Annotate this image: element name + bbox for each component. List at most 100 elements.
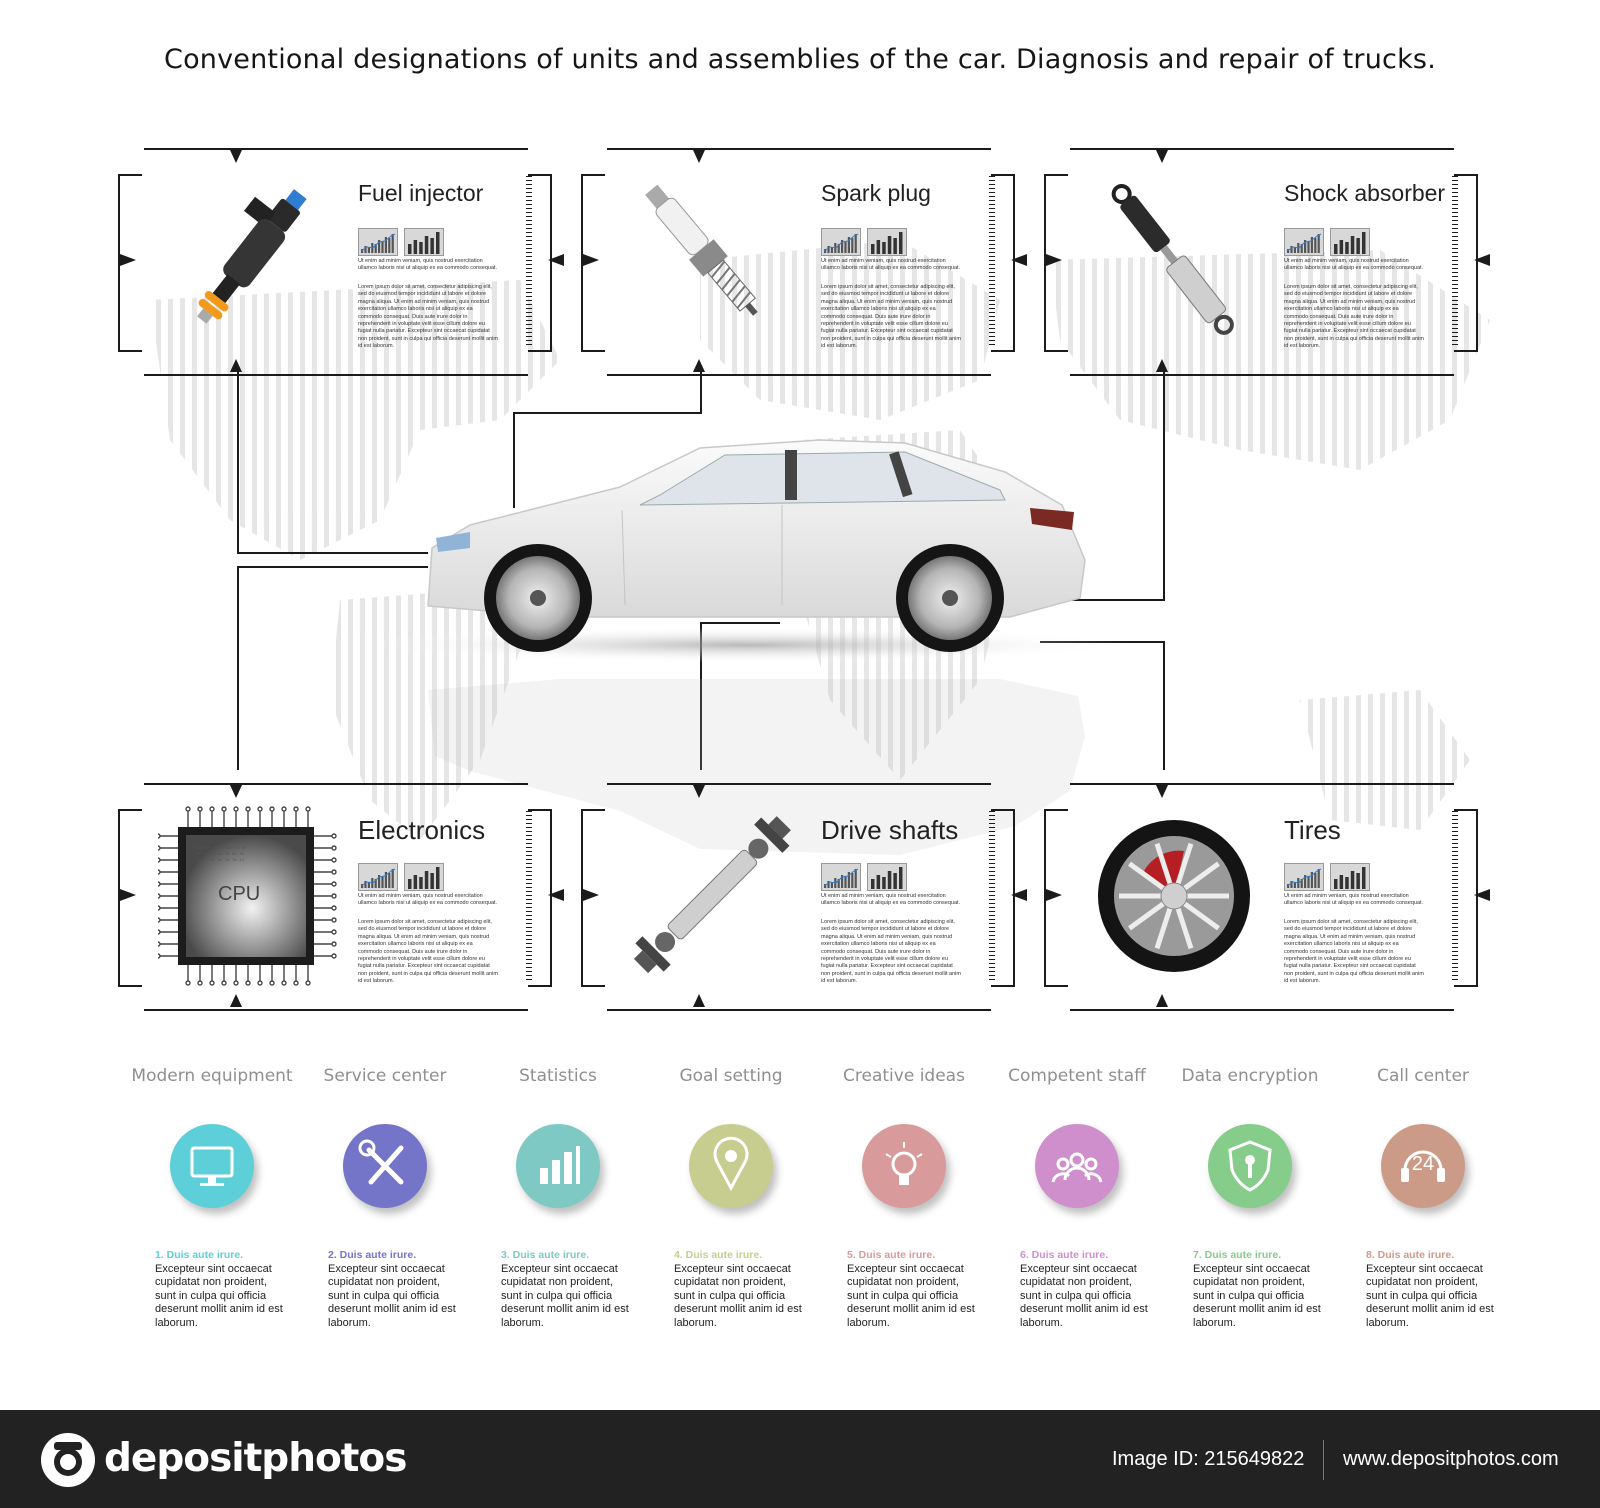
panel-short-text: Ut enim ad minim veniam, quis nostrud ex… xyxy=(358,258,498,272)
panel-short-text: Ut enim ad minim veniam, quis nostrud ex… xyxy=(1284,893,1424,907)
panel-long-text: Lorem ipsum dolor sit amet, consectetur … xyxy=(821,284,961,350)
panel-long-text: Lorem ipsum dolor sit amet, consectetur … xyxy=(358,284,498,350)
arrow-up-icon xyxy=(693,994,705,1007)
panel-frame xyxy=(607,783,991,1011)
car-illustration xyxy=(355,439,1135,855)
panel-short-text: Ut enim ad minim veniam, quis nostrud ex… xyxy=(821,893,961,907)
feature-text: Excepteur sint occaecat cupidatat non pr… xyxy=(328,1262,456,1329)
arrow-down-icon xyxy=(230,150,242,163)
spark-plug-icon xyxy=(621,166,801,356)
feature-label: Creative ideas xyxy=(843,1066,965,1086)
tire-wheel-icon xyxy=(1084,801,1264,991)
headset-24-icon[interactable] xyxy=(1381,1124,1465,1208)
feature-label: Service center xyxy=(323,1066,447,1086)
car-rear-wheel xyxy=(896,544,1004,652)
wrench-screwdriver-icon[interactable] xyxy=(343,1124,427,1208)
panel-bracket-left xyxy=(1044,809,1068,987)
fuel-injector-icon xyxy=(158,166,338,356)
monitor-icon[interactable] xyxy=(170,1124,254,1208)
arrow-left-icon xyxy=(1011,889,1027,901)
panel-ruler xyxy=(526,811,532,981)
panel-title: Tires xyxy=(1284,815,1341,845)
map-pin-icon[interactable] xyxy=(689,1124,773,1208)
info-panel-spark-plug: Spark plug Ut enim ad minim veniam, quis… xyxy=(581,148,1031,376)
panel-ruler xyxy=(526,176,532,346)
panel-short-text: Ut enim ad minim veniam, quis nostrud ex… xyxy=(821,258,961,272)
feature-heading: 8. Duis aute irure. xyxy=(1366,1249,1455,1261)
panel-long-text: Lorem ipsum dolor sit amet, consectetur … xyxy=(1284,284,1424,350)
mini-chart-icon xyxy=(358,863,398,891)
light-bulb-icon[interactable] xyxy=(862,1124,946,1208)
arrow-up-icon xyxy=(693,359,705,372)
panel-bracket-left xyxy=(581,809,605,987)
feature-description: 5. Duis aute irure. Excepteur sint occae… xyxy=(847,1249,977,1331)
mini-bar-chart-icon xyxy=(1330,863,1370,891)
panel-bracket-left xyxy=(1044,174,1068,352)
feature-description: 7. Duis aute irure. Excepteur sint occae… xyxy=(1193,1249,1323,1331)
footer-bar: depositphotos Image ID: 215649822 www.de… xyxy=(0,1410,1600,1508)
arrow-right-icon xyxy=(120,889,136,901)
panel-bracket-left xyxy=(581,174,605,352)
feature-heading: 2. Duis aute irure. xyxy=(328,1249,417,1261)
shield-key-icon[interactable] xyxy=(1208,1124,1292,1208)
feature-heading: 3. Duis aute irure. xyxy=(501,1249,590,1261)
feature-data-encryption: Data encryption xyxy=(1165,1066,1335,1208)
panel-bracket-left xyxy=(118,809,142,987)
panel-ruler xyxy=(1452,811,1458,981)
feature-description: 2. Duis aute irure. Excepteur sint occae… xyxy=(328,1249,458,1331)
panel-title: Electronics xyxy=(358,815,486,845)
arrow-left-icon xyxy=(1011,254,1027,266)
mini-chart-icon xyxy=(1284,228,1324,256)
panel-ruler xyxy=(989,811,995,981)
info-panel-drive-shafts: Drive shafts Ut enim ad minim veniam, qu… xyxy=(581,783,1031,1011)
panel-frame xyxy=(1070,783,1454,1011)
feature-heading: 1. Duis aute irure. xyxy=(155,1249,244,1261)
panel-frame xyxy=(144,148,528,376)
svg-text:c7 1e 90 aa 30 5d 48: c7 1e 90 aa 30 5d 48 xyxy=(196,852,245,857)
arrow-down-icon xyxy=(1156,785,1168,798)
svg-text:0x7a25 f0 44 9b c1 20: 0x7a25 f0 44 9b c1 20 xyxy=(196,846,247,851)
cpu-label: CPU xyxy=(218,883,261,905)
arrow-left-icon xyxy=(1474,254,1490,266)
feature-modern-equipment: Modern equipment xyxy=(127,1066,297,1208)
feature-label: Modern equipment xyxy=(131,1066,293,1086)
arrow-down-icon xyxy=(1156,150,1168,163)
mini-chart-icon xyxy=(1284,863,1324,891)
mini-bar-chart-icon xyxy=(867,228,907,256)
arrow-right-icon xyxy=(1046,889,1062,901)
feature-description: 1. Duis aute irure. Excepteur sint occae… xyxy=(155,1249,285,1331)
car-windows xyxy=(639,451,1006,506)
feature-label: Data encryption xyxy=(1181,1066,1319,1086)
arrow-right-icon xyxy=(120,254,136,266)
arrow-right-icon xyxy=(1046,254,1062,266)
team-icon[interactable] xyxy=(1035,1124,1119,1208)
panel-frame xyxy=(144,783,528,1011)
feature-description: 8. Duis aute irure. Excepteur sint occae… xyxy=(1366,1249,1496,1331)
bar-chart-icon[interactable] xyxy=(516,1124,600,1208)
feature-label: Competent staff xyxy=(1008,1066,1146,1086)
panel-ruler xyxy=(1452,176,1458,346)
arrow-right-icon xyxy=(583,254,599,266)
panel-title: Fuel injector xyxy=(358,180,484,206)
camera-logo-icon xyxy=(41,1433,95,1487)
site-url[interactable]: www.depositphotos.com xyxy=(1343,1448,1559,1470)
mini-chart-icon xyxy=(821,863,861,891)
info-panel-shock-absorber: Shock absorber Ut enim ad minim veniam, … xyxy=(1044,148,1494,376)
mini-bar-chart-icon xyxy=(404,228,444,256)
car-front-wheel xyxy=(484,544,592,652)
feature-text: Excepteur sint occaecat cupidatat non pr… xyxy=(674,1262,802,1329)
info-panel-fuel-injector: Fuel injector Ut enim ad minim veniam, q… xyxy=(118,148,568,376)
feature-label: Goal setting xyxy=(679,1066,783,1086)
feature-description: 4. Duis aute irure. Excepteur sint occae… xyxy=(674,1249,804,1331)
mini-bar-chart-icon xyxy=(867,863,907,891)
feature-label: Statistics xyxy=(519,1066,597,1086)
panel-title: Spark plug xyxy=(821,180,931,206)
arrow-up-icon xyxy=(230,994,242,1007)
feature-text: Excepteur sint occaecat cupidatat non pr… xyxy=(155,1262,283,1329)
feature-heading: 7. Duis aute irure. xyxy=(1193,1249,1282,1261)
arrow-right-icon xyxy=(583,889,599,901)
info-panel-tires: Tires Ut enim ad minim veniam, quis nost… xyxy=(1044,783,1494,1011)
